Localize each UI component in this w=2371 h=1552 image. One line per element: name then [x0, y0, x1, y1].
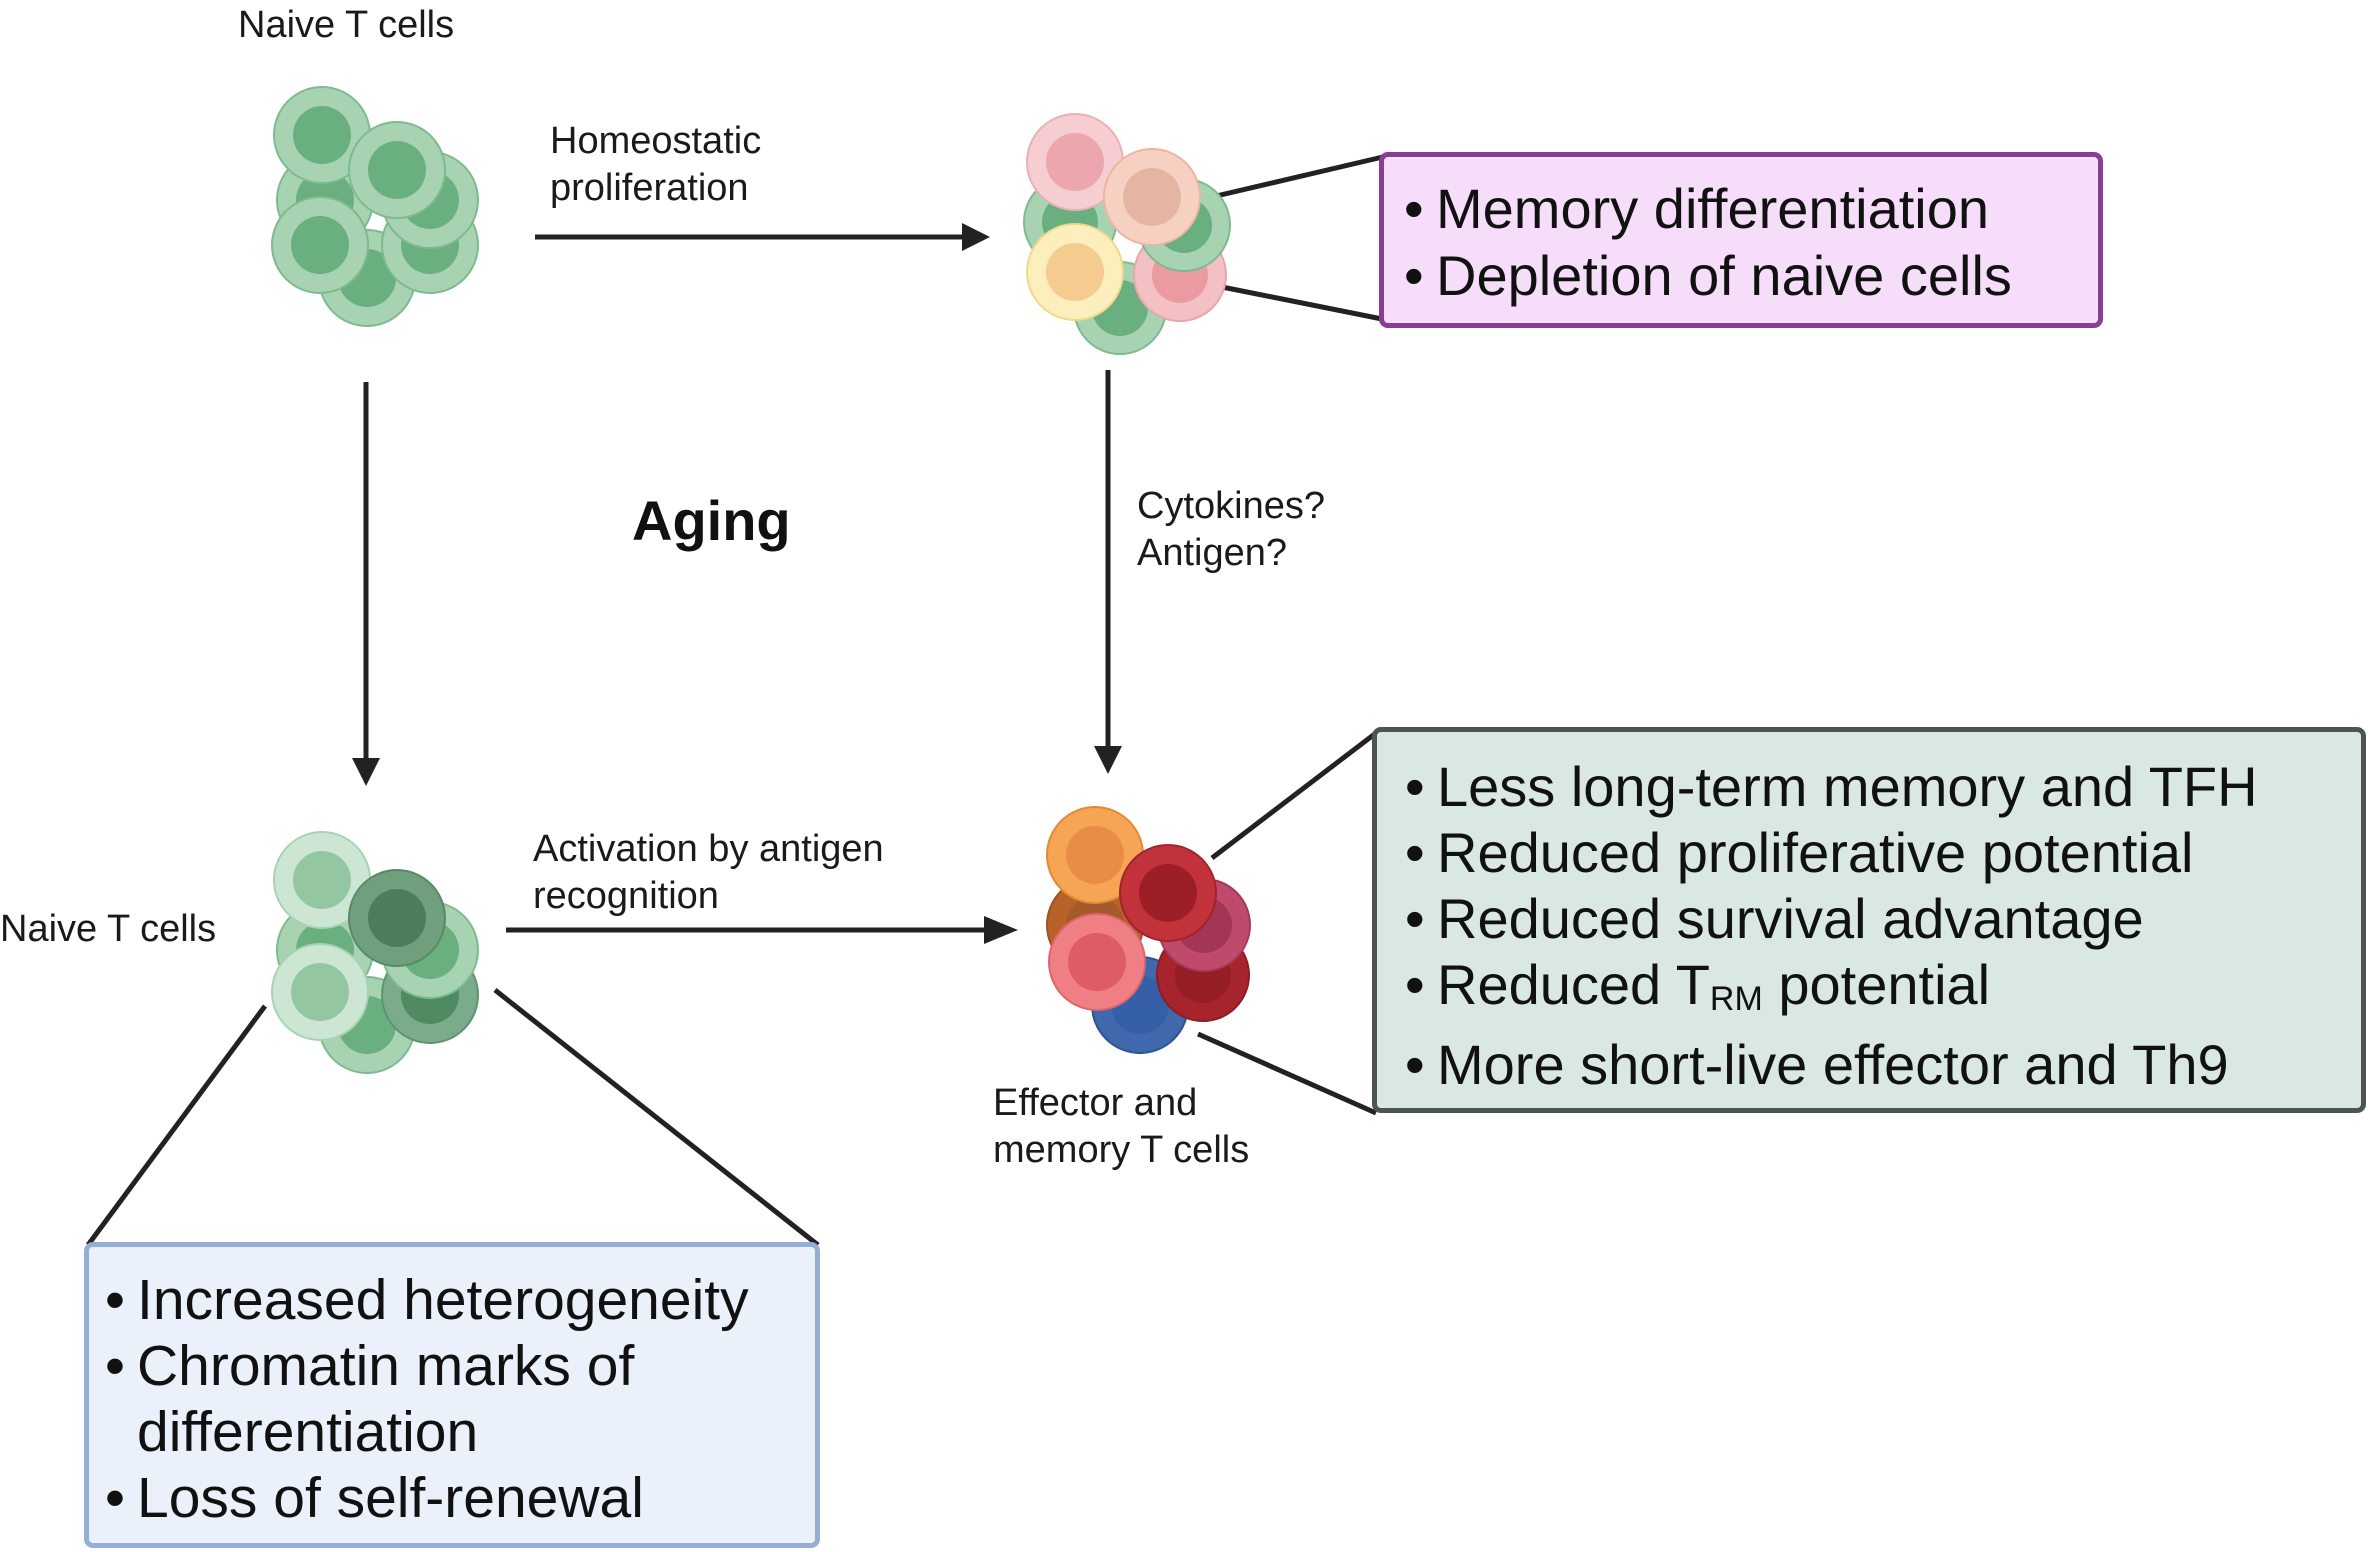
effector-box-item: Reduced survival advantage [1401, 886, 2361, 952]
homeostatic-line1: Homeostatic [550, 120, 762, 162]
naive-box-item-continuation: differentiation [137, 1400, 479, 1464]
naive-box-connector-left [85, 1004, 268, 1247]
activation-label: Activation by antigen recognition [533, 826, 884, 920]
naive-t-cell-cluster-bottom [271, 831, 479, 1074]
activation-arrowhead [984, 916, 1018, 944]
effector-box-list: Less long-term memory and TFH Reduced pr… [1401, 754, 2361, 1098]
effector-box-item: Reduced proliferative potential [1401, 820, 2361, 886]
memory-box-connector-bottom [1221, 284, 1388, 323]
naive-t-cells-top-text: Naive T cells [238, 4, 455, 46]
naive-aging-features-box: Increased heterogeneity Chromatin marks … [84, 1242, 820, 1548]
memory-box-item: Memory differentiation [1400, 175, 2098, 242]
homeostatic-proliferation-label: Homeostatic proliferation [550, 118, 761, 212]
effector-box-item: More short-live effector and Th9 [1401, 1032, 2361, 1098]
naive-box-connector-right [493, 988, 820, 1247]
homeostatic-arrowhead [962, 223, 990, 251]
effector-box-item-trm: Reduced TRM potential [1401, 952, 2361, 1032]
memory-box-connector-top [1211, 153, 1388, 200]
effector-line2: memory T cells [993, 1129, 1250, 1171]
cytokines-text: Cytokines? [1137, 485, 1325, 527]
naive-box-item: Chromatin marks of [101, 1333, 815, 1399]
activation-line1: Activation by antigen [533, 828, 884, 870]
memory-differentiation-box: Memory differentiation Depletion of naiv… [1379, 152, 2103, 328]
effector-box-connector-bottom [1196, 1031, 1378, 1116]
effector-box-connector-top [1210, 731, 1378, 860]
naive-t-cells-top-label: Naive T cells [238, 2, 454, 49]
cytokines-antigen-label: Cytokines? Antigen? [1137, 483, 1325, 577]
connector-lines [85, 153, 1388, 1247]
aging-arrowhead [352, 758, 380, 786]
trm-subscript: RM [1709, 980, 1763, 1018]
cytokines-arrowhead [1094, 746, 1122, 774]
arrows [352, 223, 1122, 944]
effector-memory-t-cell-cluster [1046, 806, 1251, 1054]
trm-suffix: potential [1762, 953, 1991, 1016]
aging-label: Aging [632, 489, 791, 552]
effector-box-item: Less long-term memory and TFH [1401, 754, 2361, 820]
naive-t-cells-bottom-label: Naive T cells [0, 906, 216, 953]
naive-box-list: Increased heterogeneity Chromatin marks … [101, 1267, 815, 1531]
effector-aging-features-box: Less long-term memory and TFH Reduced pr… [1372, 727, 2366, 1113]
naive-t-cells-bottom-text: Naive T cells [0, 908, 217, 950]
memory-box-item: Depletion of naive cells [1400, 242, 2098, 309]
memory-box-list: Memory differentiation Depletion of naiv… [1400, 175, 2098, 309]
activation-line2: recognition [533, 875, 719, 917]
trm-prefix: Reduced T [1437, 953, 1710, 1016]
effector-memory-label: Effector and memory T cells [993, 1080, 1249, 1174]
naive-t-cell-cluster-top [271, 86, 479, 327]
naive-box-item: Loss of self-renewal [101, 1465, 815, 1531]
homeostatic-line2: proliferation [550, 167, 749, 209]
effector-line1: Effector and [993, 1082, 1198, 1124]
naive-box-item: Increased heterogeneity [101, 1267, 815, 1333]
mixed-cell-cluster-top-right [1023, 113, 1231, 355]
antigen-text: Antigen? [1137, 532, 1288, 574]
